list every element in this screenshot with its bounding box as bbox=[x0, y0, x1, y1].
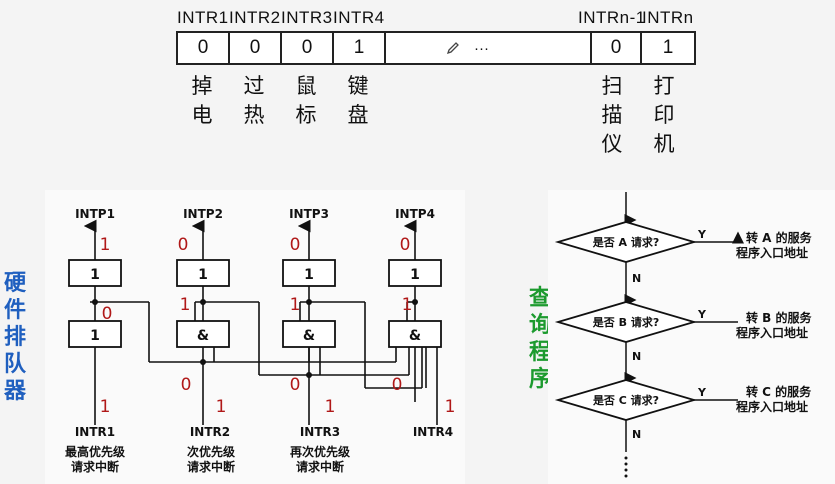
register-cell: 1 bbox=[334, 33, 386, 63]
service-target: 程序入口地址 bbox=[736, 399, 808, 414]
gate-top-label: 1 bbox=[198, 267, 208, 283]
output-label-intp1: INTP1 bbox=[75, 207, 115, 221]
decision-question-b: 是否 B 请求? bbox=[592, 315, 659, 329]
yes-label: Y bbox=[697, 386, 707, 399]
priority-caption: 次优先级 bbox=[187, 444, 235, 459]
chain-value: 0 bbox=[290, 375, 301, 395]
yes-label: Y bbox=[697, 308, 707, 321]
device-label-mouse: 鼠标 bbox=[295, 74, 317, 127]
mid-value: 0 bbox=[102, 304, 113, 324]
pencil-icon bbox=[446, 42, 459, 55]
decision-question-a: 是否 A 请求? bbox=[592, 235, 660, 249]
polling-program-title: 查询程序 bbox=[528, 286, 551, 392]
register-gap: ··· bbox=[386, 33, 592, 63]
mid-value: 1 bbox=[290, 295, 301, 315]
service-target: 程序入口地址 bbox=[736, 325, 808, 340]
input-value: 1 bbox=[216, 397, 227, 417]
service-target: 转 B 的服务 bbox=[746, 310, 813, 325]
register-label-intr1: INTR1 bbox=[177, 8, 229, 27]
service-target: 转 C 的服务 bbox=[746, 384, 812, 399]
hardware-queue-title: 硬件排队器 bbox=[3, 271, 26, 404]
register-cell: 0 bbox=[230, 33, 282, 63]
decision-question-c: 是否 C 请求? bbox=[592, 393, 659, 407]
yes-label: Y bbox=[697, 228, 707, 241]
priority-caption: 请求中断 bbox=[187, 459, 235, 474]
gate-top-label: 1 bbox=[90, 267, 100, 283]
output-label-intp4: INTP4 bbox=[395, 207, 435, 221]
output-value: 1 bbox=[100, 235, 111, 255]
service-target: 程序入口地址 bbox=[736, 245, 808, 260]
input-label-intr1: INTR1 bbox=[75, 425, 115, 439]
device-label-power-failure: 掉电 bbox=[191, 74, 213, 127]
hardware-priority-chain-diagram: 1 1 1 1 1 & & & INTP1 INTP2 INTP3 INTP4 … bbox=[45, 190, 465, 484]
input-value: 1 bbox=[325, 397, 336, 417]
output-value: 0 bbox=[290, 235, 301, 255]
gate-bottom-label: 1 bbox=[90, 328, 100, 344]
interrupt-request-register: 0 0 0 1 ··· 0 1 bbox=[176, 31, 696, 65]
priority-caption: 再次优先级 bbox=[290, 444, 350, 459]
continuation-dots bbox=[624, 456, 628, 478]
chain-value: 0 bbox=[392, 375, 403, 395]
register-cell: 0 bbox=[592, 33, 642, 63]
register-label-intr3: INTR3 bbox=[281, 8, 333, 27]
priority-caption: 请求中断 bbox=[296, 459, 344, 474]
gate-top-label: 1 bbox=[304, 267, 314, 283]
chain-value: 0 bbox=[181, 375, 192, 395]
gate-top-label: 1 bbox=[410, 267, 420, 283]
chain-junction-dots bbox=[92, 299, 418, 378]
no-label: N bbox=[632, 272, 641, 285]
register-cell: 1 bbox=[662, 37, 674, 58]
output-value: 0 bbox=[400, 235, 411, 255]
device-label-scanner: 扫描仪 bbox=[601, 74, 623, 156]
register-cell: 0 bbox=[178, 33, 230, 63]
input-value: 1 bbox=[100, 397, 111, 417]
device-label-overheat: 过热 bbox=[243, 74, 265, 127]
device-label-keyboard: 键盘 bbox=[347, 74, 369, 127]
input-label-intr3: INTR3 bbox=[300, 425, 340, 439]
input-label-intr4: INTR4 bbox=[413, 425, 453, 439]
register-label-intr-n: INTRn bbox=[642, 8, 694, 27]
gate-bottom-label: & bbox=[197, 328, 209, 344]
output-label-intp3: INTP3 bbox=[289, 207, 329, 221]
priority-caption: 最高优先级 bbox=[65, 444, 125, 459]
chain-wires bbox=[83, 219, 438, 425]
input-value: 1 bbox=[445, 397, 456, 417]
register-label-intr4: INTR4 bbox=[333, 8, 385, 27]
output-label-intp2: INTP2 bbox=[183, 207, 223, 221]
no-label: N bbox=[632, 350, 641, 363]
no-label: N bbox=[632, 428, 641, 441]
service-target: 转 A 的服务 bbox=[746, 230, 813, 245]
register-ellipsis: ··· bbox=[474, 39, 489, 57]
mid-value: 1 bbox=[402, 295, 413, 315]
device-label-printer: 打印机 bbox=[653, 74, 675, 156]
gate-boxes bbox=[68, 259, 442, 348]
priority-caption: 请求中断 bbox=[71, 459, 119, 474]
input-label-intr2: INTR2 bbox=[190, 425, 230, 439]
register-label-intr-n-1: INTRn-1 bbox=[578, 8, 646, 27]
gate-bottom-label: & bbox=[409, 328, 421, 344]
register-cell: 0 bbox=[282, 33, 334, 63]
gate-bottom-label: & bbox=[303, 328, 315, 344]
mid-value: 1 bbox=[180, 295, 191, 315]
output-value: 0 bbox=[178, 235, 189, 255]
decision-diamonds bbox=[554, 221, 698, 421]
polling-flowchart: 是否 A 请求? 是否 B 请求? 是否 C 请求? Y Y Y N N N 转… bbox=[548, 190, 835, 484]
register-label-intr2: INTR2 bbox=[229, 8, 281, 27]
